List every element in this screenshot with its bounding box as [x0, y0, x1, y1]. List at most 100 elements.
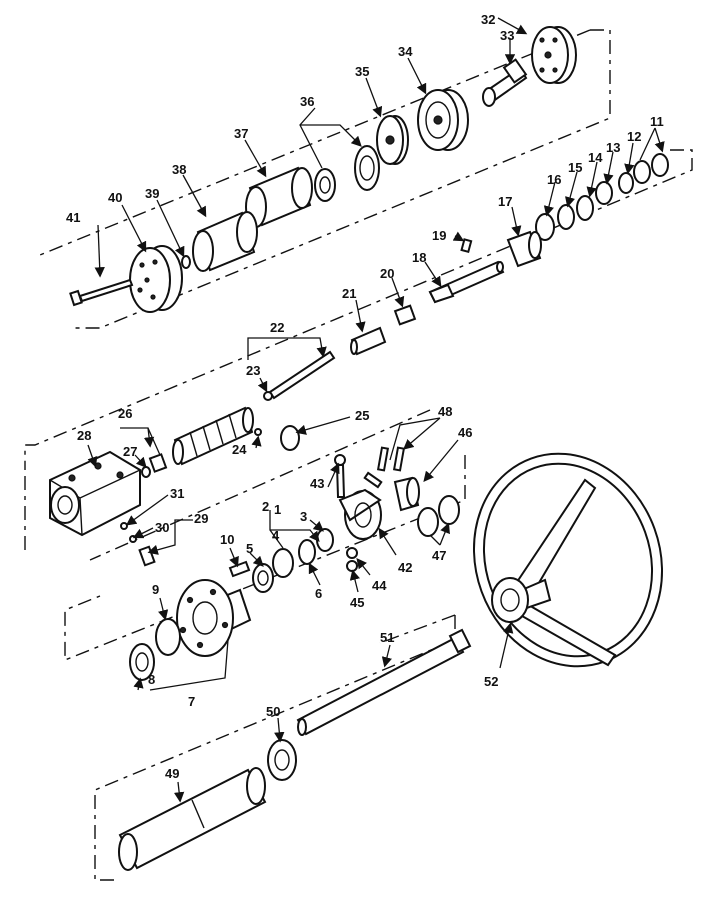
callout-2: 2 [262, 499, 269, 514]
callout-1: 1 [274, 502, 281, 517]
part-14-seal [576, 195, 594, 221]
part-40-end-cap [129, 245, 183, 313]
part-29-plug-screw [138, 545, 156, 567]
part-47-snap-rings [417, 495, 460, 537]
callout-11: 11 [650, 114, 664, 129]
callout-52: 52 [484, 674, 498, 689]
part-38-housing-ring [192, 211, 258, 272]
part-51-steering-shaft [296, 628, 472, 736]
part-20-small-bushing [393, 304, 417, 326]
callout-31: 31 [170, 486, 184, 501]
part-34-gerotor [417, 89, 469, 151]
part-35-spacer-plate [376, 115, 409, 165]
callout-49: 49 [165, 766, 179, 781]
part-27-o-ring [141, 466, 151, 478]
part-23-nut [263, 391, 273, 401]
callout-21: 21 [342, 286, 356, 301]
part-46-collar [393, 476, 420, 512]
callout-10: 10 [220, 532, 234, 547]
callout-47: 47 [432, 548, 446, 563]
callout-9: 9 [152, 582, 159, 597]
part-26-plug [148, 453, 168, 473]
part-50-bearing [267, 739, 297, 781]
callout-3: 3 [300, 509, 307, 524]
callout-39: 39 [145, 186, 159, 201]
part-3-spacer [316, 528, 334, 552]
callout-45: 45 [350, 595, 364, 610]
part-17-bushing [506, 230, 542, 268]
part-36-rotor [314, 145, 380, 202]
callout-16: 16 [547, 172, 561, 187]
part-8-bearing [129, 643, 155, 681]
part-39-washer [181, 255, 191, 269]
callout-27: 27 [123, 444, 137, 459]
callout-33: 33 [500, 28, 514, 43]
callout-34: 34 [398, 44, 413, 59]
callout-14: 14 [588, 150, 603, 165]
callout-12: 12 [627, 129, 641, 144]
callout-6: 6 [315, 586, 322, 601]
part-33-drive-gear [482, 58, 528, 107]
part-19-pin [460, 238, 473, 254]
callout-32: 32 [481, 12, 495, 27]
callout-29: 29 [194, 511, 208, 526]
callout-50: 50 [266, 704, 280, 719]
callout-17: 17 [498, 194, 512, 209]
part-9-ring [155, 618, 181, 656]
callout-24: 24 [232, 442, 247, 457]
callout-18: 18 [412, 250, 426, 265]
callout-25: 25 [355, 408, 369, 423]
part-22-tie-rod [268, 350, 336, 400]
callout-35: 35 [355, 64, 369, 79]
callout-44: 44 [372, 578, 387, 593]
callout-28: 28 [77, 428, 91, 443]
callout-23: 23 [246, 363, 260, 378]
callout-48: 48 [438, 404, 452, 419]
part-24-check-ball [254, 428, 262, 436]
callout-30: 30 [155, 520, 169, 535]
part-5-bearing [252, 563, 274, 593]
part-4-washer [272, 548, 294, 578]
part-44-washer [346, 547, 358, 559]
callout-5: 5 [246, 541, 253, 556]
part-31-ball [120, 522, 128, 530]
part-7-flange-housing [176, 579, 252, 657]
callout-46: 46 [458, 425, 472, 440]
part-43-clamp-bolt [334, 454, 346, 498]
callout-4: 4 [272, 528, 280, 543]
callout-40: 40 [108, 190, 122, 205]
callout-8: 8 [148, 672, 155, 687]
callout-26: 26 [118, 406, 132, 421]
callout-15: 15 [568, 160, 582, 175]
callout-43: 43 [310, 476, 324, 491]
callout-51: 51 [380, 630, 394, 645]
boundary-lines [24, 29, 693, 881]
part-18-spool-shaft [428, 260, 505, 304]
part-45-nut [346, 560, 358, 572]
part-12-ring [618, 172, 634, 194]
callout-labels: 1 2 3 4 5 6 7 8 9 10 11 12 13 14 15 16 1… [66, 12, 664, 781]
callout-13: 13 [606, 140, 620, 155]
leader-lines [87, 17, 662, 803]
callout-37: 37 [234, 126, 248, 141]
part-25-snap-ring [280, 425, 300, 451]
callout-20: 20 [380, 266, 394, 281]
part-52-steering-wheel [472, 452, 664, 668]
part-10-fitting [228, 560, 251, 578]
part-37-sleeve [245, 166, 313, 228]
part-11-seal-rings [633, 153, 669, 184]
callout-38: 38 [172, 162, 186, 177]
part-15-washer [557, 204, 575, 230]
part-49-column-tube [118, 767, 267, 871]
part-32-end-plate [531, 26, 577, 84]
callout-7: 7 [188, 694, 195, 709]
part-41-long-bolt [69, 278, 134, 307]
part-21-sleeve [350, 326, 387, 356]
part-42-clamp [338, 488, 382, 540]
callout-41: 41 [66, 210, 80, 225]
callout-22: 22 [270, 320, 284, 335]
part-6-seal [298, 539, 316, 565]
callout-36: 36 [300, 94, 314, 109]
